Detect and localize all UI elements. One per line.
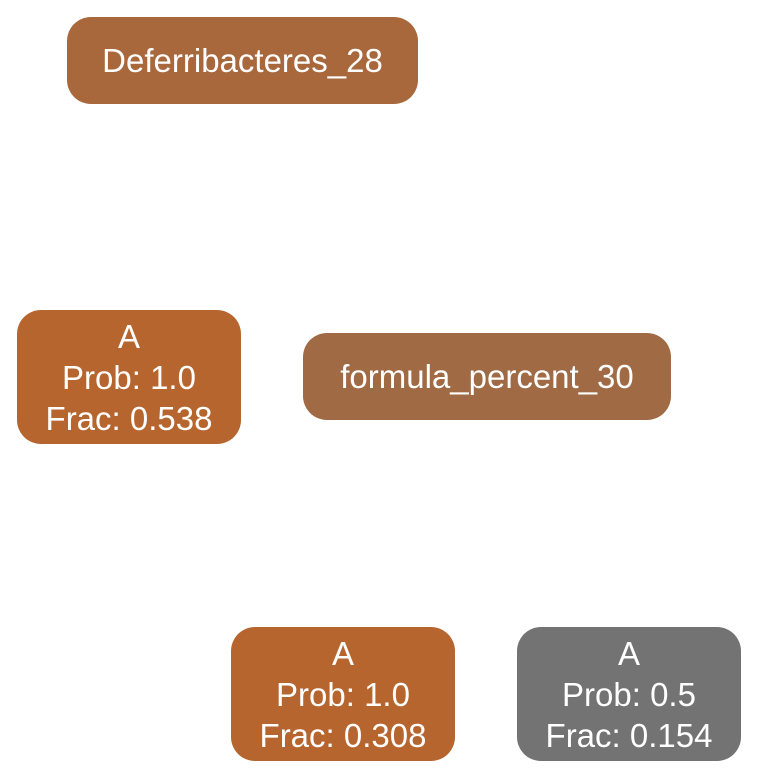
leaf-node: A Prob: 1.0 Frac: 0.538 — [17, 310, 241, 444]
leaf-prob: Prob: 1.0 — [276, 675, 410, 713]
leaf-prob: Prob: 0.5 — [562, 675, 696, 713]
leaf-frac: Frac: 0.308 — [259, 716, 427, 754]
split-node-label: formula_percent_30 — [340, 358, 634, 395]
root-node-label: Deferribacteres_28 — [102, 42, 383, 79]
split-node: formula_percent_30 — [303, 333, 671, 420]
leaf-frac: Frac: 0.538 — [45, 399, 213, 437]
leaf-node: A Prob: 1.0 Frac: 0.308 — [231, 627, 455, 761]
root-node: Deferribacteres_28 — [67, 17, 418, 104]
leaf-prob: Prob: 1.0 — [62, 358, 196, 396]
leaf-class: A — [331, 634, 354, 672]
leaf-node: A Prob: 0.5 Frac: 0.154 — [517, 627, 741, 761]
leaf-class: A — [117, 317, 140, 355]
leaf-frac: Frac: 0.154 — [545, 716, 713, 754]
leaf-class: A — [617, 634, 640, 672]
